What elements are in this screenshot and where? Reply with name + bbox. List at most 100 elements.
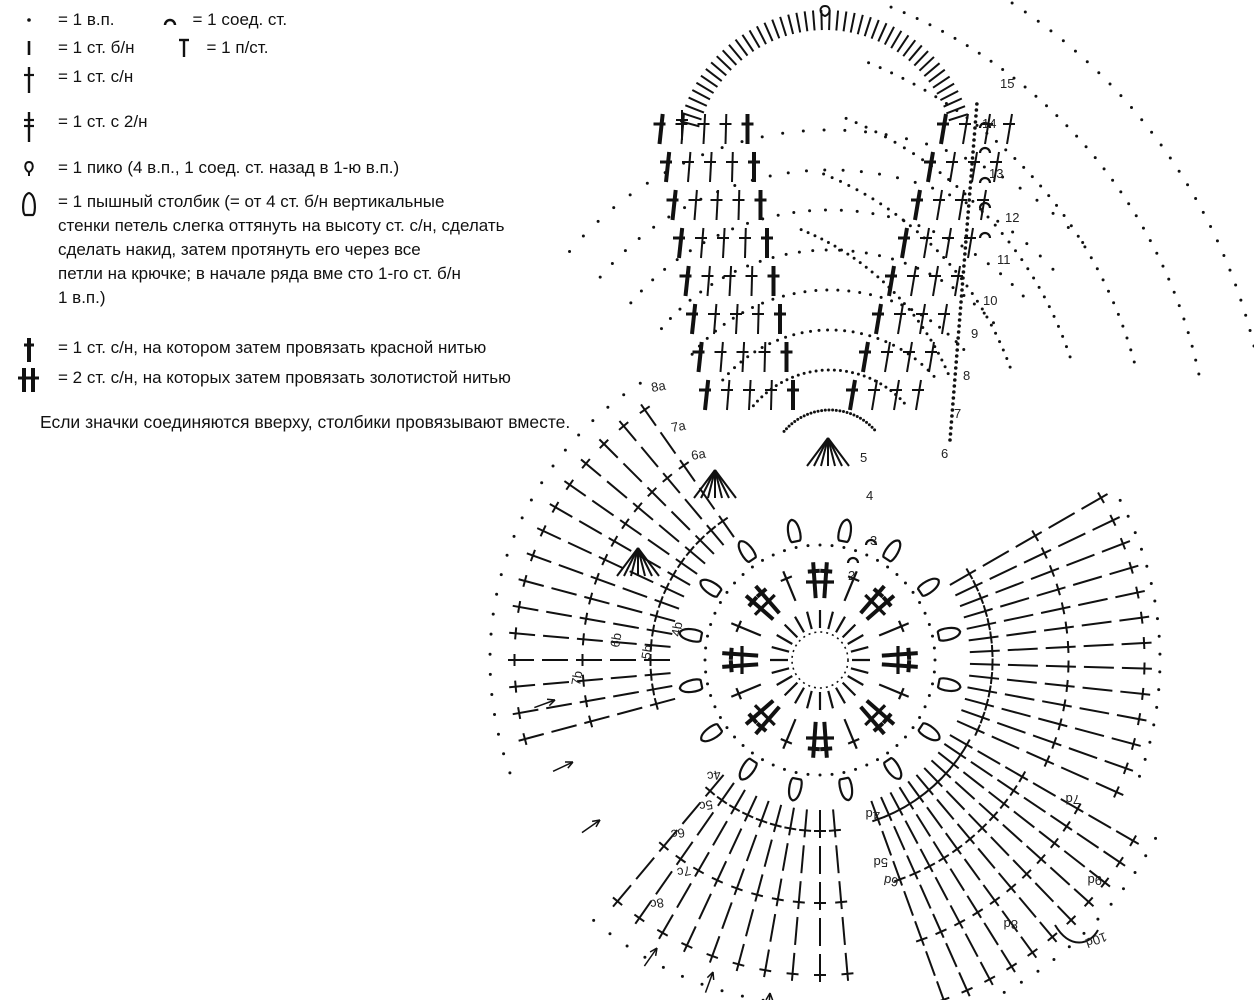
stitch-mark	[735, 943, 745, 972]
arrow-head	[649, 947, 658, 957]
stitch-mark	[1116, 714, 1147, 722]
stitch-mark	[754, 705, 781, 736]
stitch-fan	[623, 547, 639, 577]
row-label: 11	[997, 252, 1011, 267]
chain-dot	[1119, 94, 1123, 98]
stitch-mark	[1078, 597, 1108, 607]
chain-dot	[740, 140, 744, 144]
chain-dot	[886, 751, 890, 755]
arrow-head	[706, 971, 715, 981]
chain-dot	[663, 267, 667, 271]
chain-dot	[820, 368, 824, 372]
stitch-mark	[1101, 540, 1131, 553]
chain-dot	[855, 188, 859, 192]
stitch-crossbar	[923, 862, 936, 870]
stitch-crossbar	[1040, 547, 1048, 559]
chain-dot	[700, 982, 704, 986]
puff-stitch	[786, 518, 802, 544]
legend-chain: = 1 в.п. = 1 соед. ст.	[0, 8, 287, 32]
chain-dot	[1000, 232, 1004, 236]
stitch-mark	[1003, 613, 1034, 622]
chain-dot	[639, 289, 643, 293]
stitch-crossbar	[658, 841, 670, 851]
chain-dot	[993, 223, 997, 227]
stitch-mark	[893, 825, 906, 851]
stitch-crossbar	[780, 575, 793, 583]
chain-dot	[799, 416, 803, 420]
chain-dot	[1153, 599, 1157, 603]
stitch-mark	[871, 379, 878, 411]
chain-dot	[1161, 264, 1165, 268]
chain-dot	[490, 692, 494, 696]
stitch-mark	[991, 735, 1020, 750]
stitch-mark	[968, 635, 999, 642]
chain-dot	[820, 409, 824, 413]
chain-dot	[803, 290, 807, 294]
chain-dot	[1129, 348, 1133, 352]
legend-puff: = 1 пышный столбик (= от 4 ст. б/н верти…	[0, 190, 505, 310]
stitch-mark	[859, 705, 886, 736]
chain-dot	[488, 652, 492, 656]
stitch-fan	[820, 437, 829, 467]
stitch-mark	[667, 571, 691, 586]
chain-dot	[859, 332, 863, 336]
stitch-mark	[794, 687, 805, 704]
stitch-mark	[811, 721, 818, 758]
chain-dot	[870, 270, 874, 274]
stitch-mark	[536, 527, 562, 541]
stitch-mark	[618, 420, 637, 442]
stitch-fan	[806, 437, 829, 467]
chain-dot	[911, 726, 915, 730]
chain-dot	[943, 365, 947, 369]
chain-dot	[948, 193, 952, 197]
chain-dot	[1034, 94, 1038, 98]
stitch-mark	[683, 926, 697, 953]
chain-dot	[845, 410, 849, 414]
chain-dot	[512, 534, 516, 538]
stitch-crossbar	[979, 711, 986, 724]
chain-dot	[903, 261, 907, 265]
chain-dot	[935, 249, 939, 253]
chain-dot	[912, 152, 916, 156]
chain-dot	[970, 156, 975, 160]
chain-dot	[1038, 254, 1042, 258]
stitch-mark	[1111, 737, 1141, 747]
chain-dot	[1097, 71, 1101, 75]
chain-dot	[1155, 251, 1159, 255]
stitch-mark	[706, 265, 711, 297]
stitch-crossbar	[618, 421, 629, 431]
stitch-crossbar	[914, 792, 926, 802]
chain-dot	[1051, 267, 1055, 271]
chain-dot	[1001, 348, 1005, 352]
chain-dot	[902, 11, 906, 15]
chain-dot	[1132, 360, 1136, 364]
stitch-crossbar	[522, 733, 528, 746]
stitch-crossbar	[893, 876, 906, 883]
joining-note: Если значки соединяются вверху, столбики…	[40, 412, 571, 432]
row-label: 10d	[1084, 929, 1110, 951]
chain-dot	[771, 763, 775, 767]
stitch-crossbar	[730, 885, 743, 892]
chain-dot	[622, 393, 626, 397]
stitch-mark	[1030, 567, 1060, 580]
chain-dot	[950, 414, 954, 418]
chain-dot	[949, 426, 953, 430]
stitch-mark	[763, 839, 773, 867]
stitch-mark	[980, 189, 987, 221]
chain-dot	[577, 433, 581, 437]
chain-dot	[678, 307, 682, 311]
chain-dot	[1222, 253, 1226, 257]
row-label: 12	[1005, 210, 1019, 225]
chain-dot	[929, 242, 933, 246]
chain-dot	[1061, 39, 1065, 43]
chain-dot	[709, 694, 713, 698]
chain-dot	[505, 553, 509, 557]
stitch-mark	[934, 876, 949, 901]
chain-dot	[1089, 256, 1093, 260]
chain-dot	[661, 965, 665, 969]
stitch-crossbar	[961, 986, 973, 994]
chain-dot	[1067, 945, 1071, 949]
stitch-crossbar	[1135, 586, 1140, 599]
stitch-mark	[982, 884, 1000, 907]
